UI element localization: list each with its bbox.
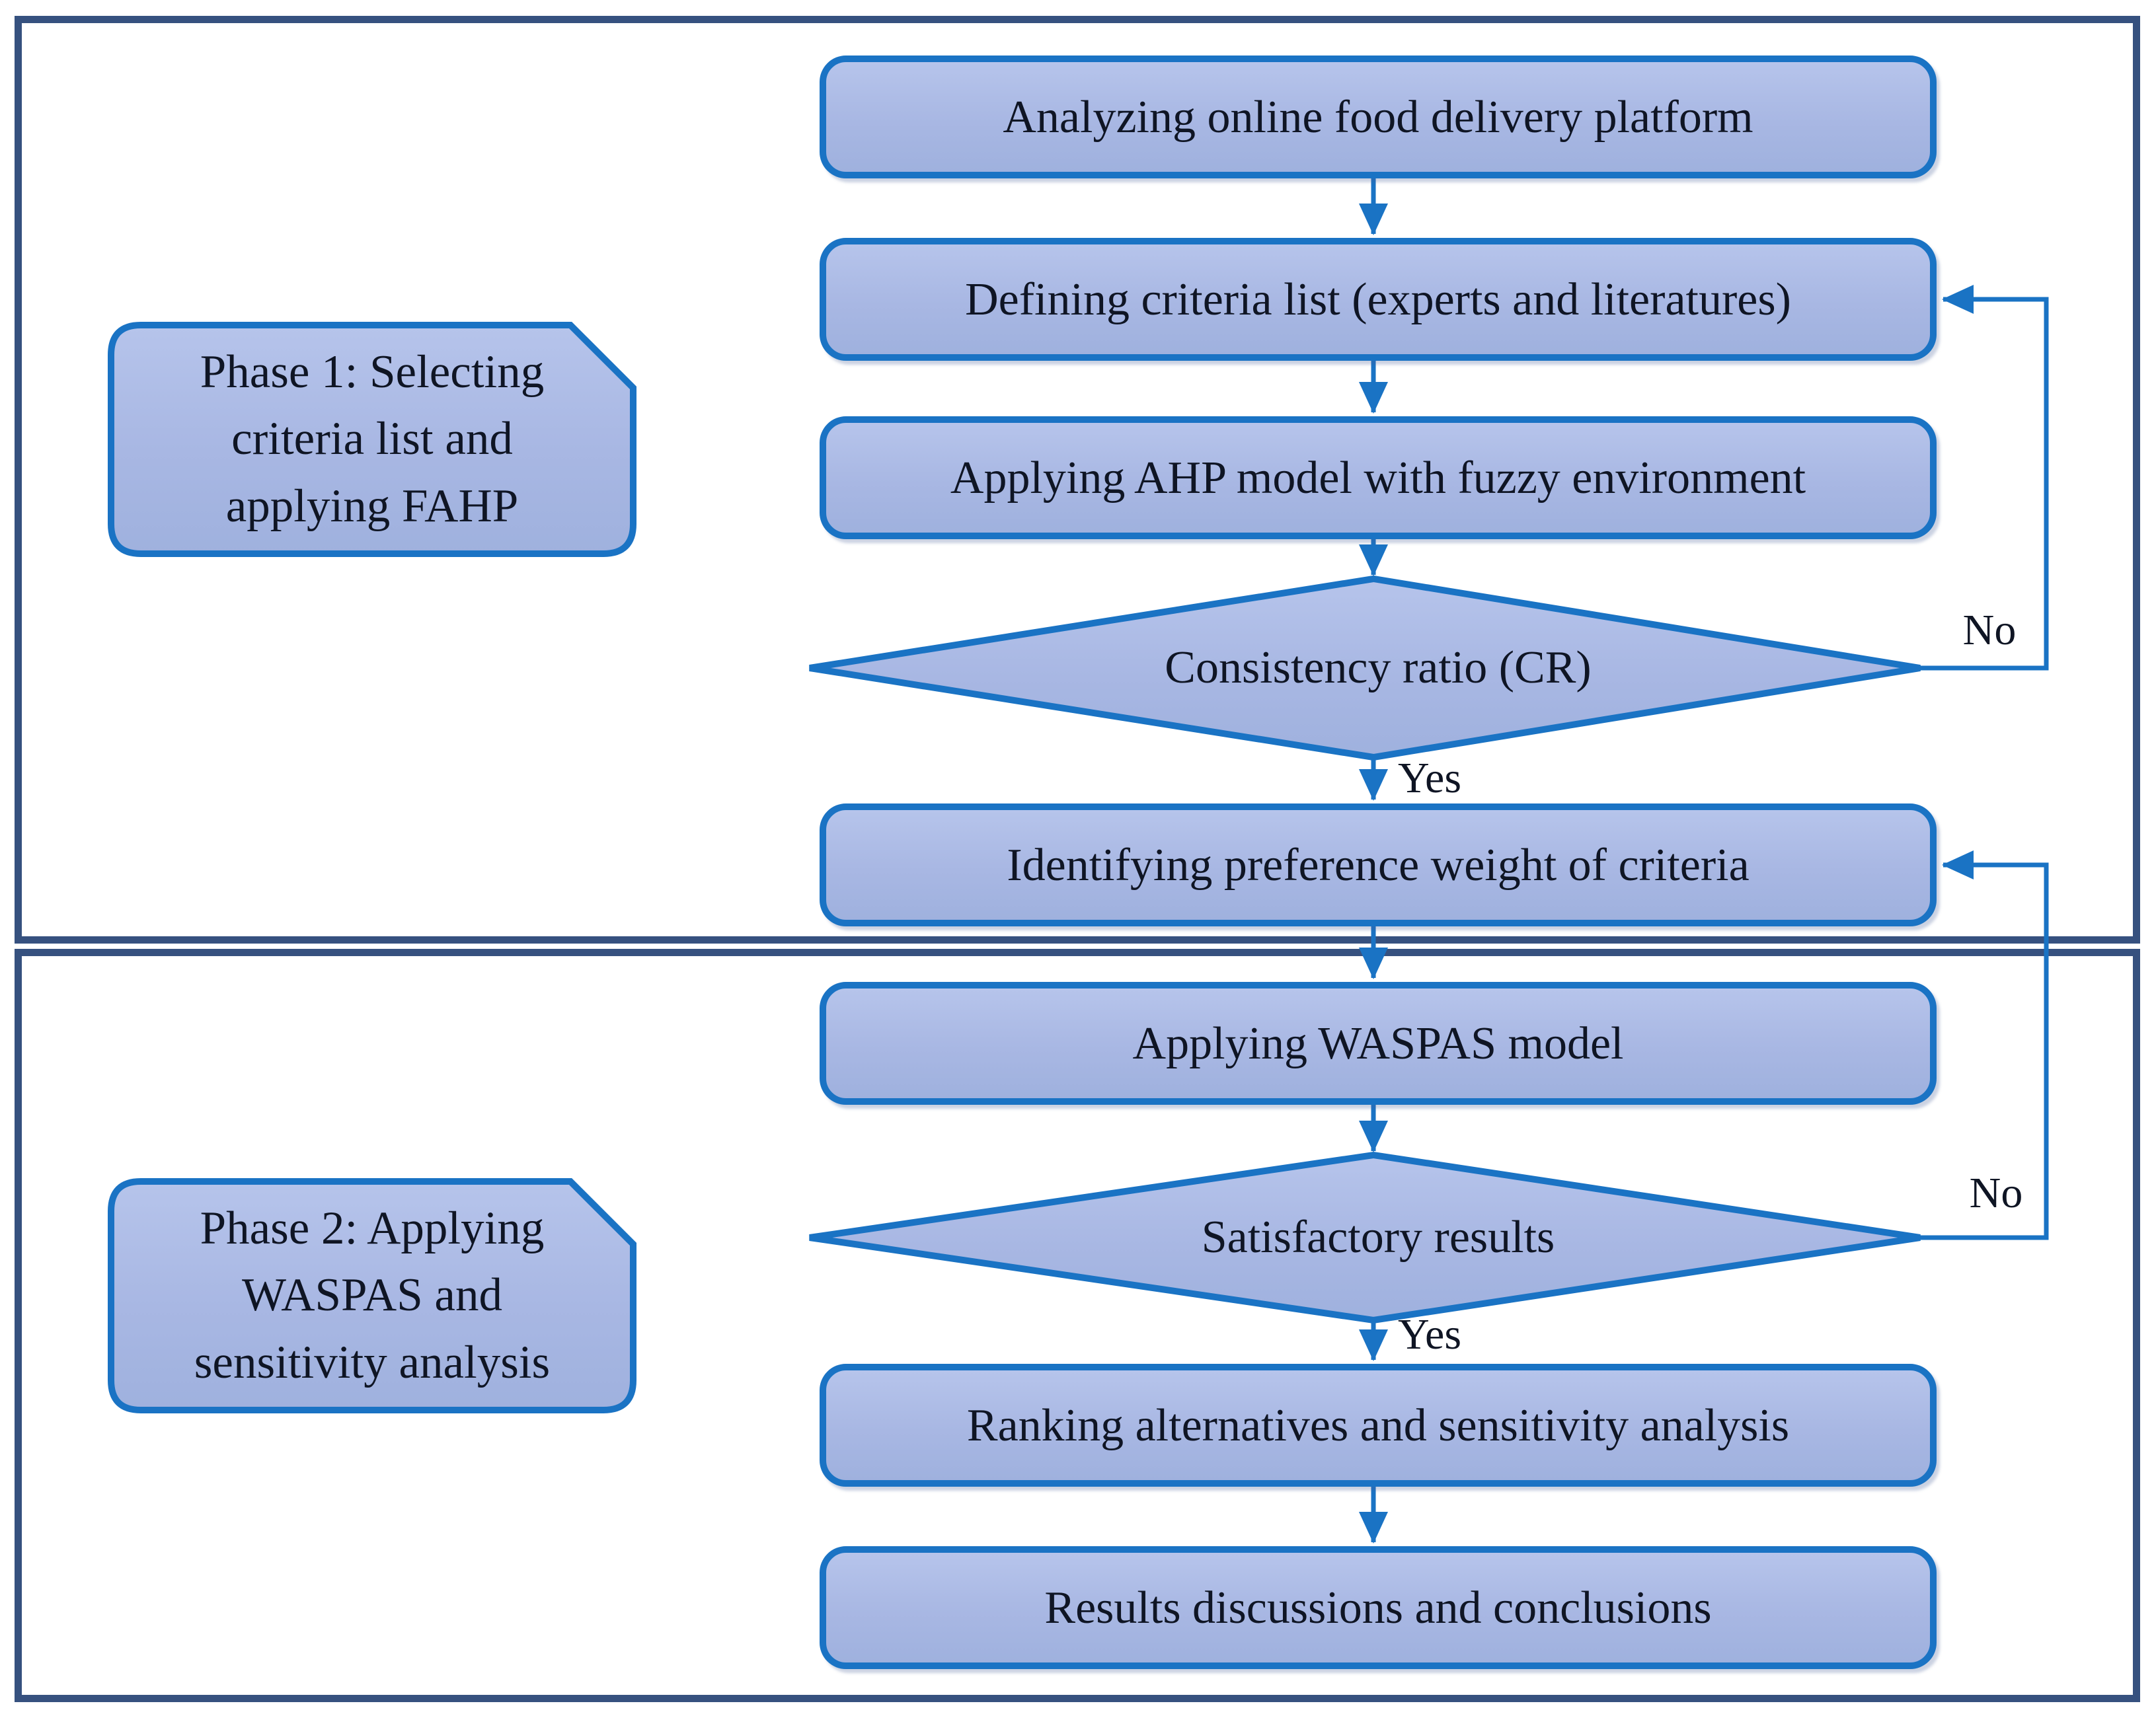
node-applying-ahp: Applying AHP model with fuzzy environmen… <box>820 416 1937 539</box>
loop-satisfactory-no-to-identifying <box>1920 850 2049 1240</box>
node-identifying-weights: Identifying preference weight of criteri… <box>820 803 1937 926</box>
node-defining: Defining criteria list (experts and lite… <box>820 238 1937 361</box>
phase2-label: Phase 2: Applying WASPAS and sensitivity… <box>194 1202 551 1388</box>
consistency-ratio-label: Consistency ratio (CR) <box>1165 642 1592 693</box>
phase1-plaque <box>108 322 636 557</box>
node-applying-waspas: Applying WASPAS model <box>820 982 1937 1105</box>
cr-yes-label: Yes <box>1398 754 1462 802</box>
loop-cr-no-to-defining <box>1920 285 2049 671</box>
phase2-frame <box>15 949 2140 1702</box>
node-analyzing: Analyzing online food delivery platform <box>820 56 1937 178</box>
phase1-label: Phase 1: Selecting criteria list and app… <box>200 346 545 532</box>
satisfactory-results-label: Satisfactory results <box>1201 1212 1555 1263</box>
satisfactory-no-label: No <box>1969 1169 2023 1217</box>
phase1-frame <box>15 16 2140 944</box>
phase2-plaque <box>108 1178 636 1413</box>
node-results: Results discussions and conclusions <box>820 1546 1937 1669</box>
satisfactory-yes-label: Yes <box>1398 1310 1462 1359</box>
node-ranking: Ranking alternatives and sensitivity ana… <box>820 1364 1937 1487</box>
cr-no-label: No <box>1962 606 2017 654</box>
